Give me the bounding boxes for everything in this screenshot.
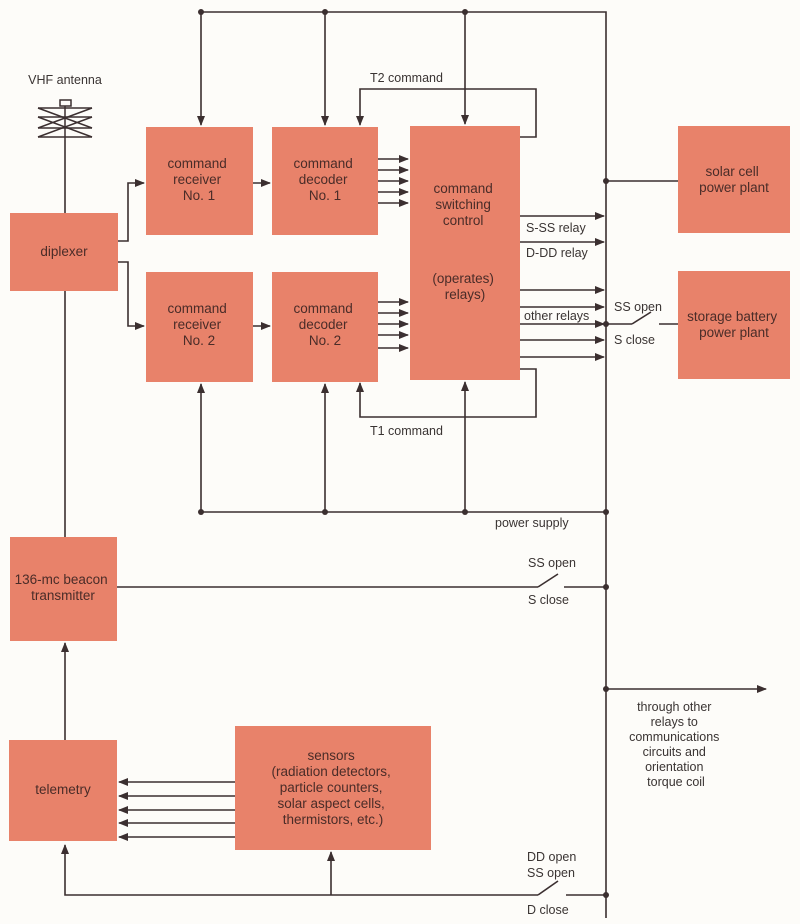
receiver-1-label: command receiver No. 1	[167, 156, 230, 203]
telemetry-supply-wire	[61, 844, 538, 896]
vhf-antenna-label: VHF antenna	[28, 73, 102, 87]
sensors-block	[235, 726, 431, 850]
t2-command-loop	[356, 88, 537, 138]
t2-command-label: T2 command	[370, 71, 443, 85]
decoder-1-outputs	[378, 155, 409, 207]
sensors-label: sensors (radiation detectors, particle c…	[271, 748, 394, 827]
main-power-bus	[201, 11, 607, 918]
telemetry-switch-close-label: D close	[527, 903, 569, 917]
command-switching-control-block	[410, 126, 520, 380]
decoder-2-outputs	[378, 298, 409, 352]
d-dd-relay-label: D-DD relay	[526, 246, 589, 260]
command-receiver-2-block	[146, 272, 253, 382]
battery-label: storage battery power plant	[687, 309, 781, 340]
diplexer-block	[10, 213, 118, 291]
decoder-2-label: command decoder No. 2	[293, 301, 356, 348]
junction-dot	[603, 178, 609, 184]
battery-switch-blade	[631, 311, 652, 325]
telemetry-label: telemetry	[35, 782, 91, 797]
beacon-switch-open-label: SS open	[528, 556, 576, 570]
solar-cell-power-plant-block	[678, 126, 790, 233]
t1-command-loop	[356, 368, 537, 418]
command-receiver-1-block	[146, 127, 253, 235]
storage-battery-power-plant-block	[678, 271, 790, 379]
through-other-relays-label: through other relays to communications c…	[629, 700, 723, 789]
telemetry-switch-blade	[537, 880, 559, 896]
s-ss-relay-label: S-SS relay	[526, 221, 586, 235]
telemetry-switch-open-label-2: SS open	[527, 866, 575, 880]
receiver-2-label: command receiver No. 2	[167, 301, 230, 348]
telemetry-block	[9, 740, 117, 841]
other-relays-label: other relays	[524, 309, 589, 323]
command-decoder-1-block	[272, 127, 378, 235]
diplexer-to-receiver-2	[118, 261, 145, 330]
power-supply-label: power supply	[495, 516, 569, 530]
junction-dot	[603, 509, 609, 515]
junction-dot	[603, 584, 609, 590]
diplexer-to-receiver-1	[118, 179, 145, 242]
switching-control-label: command switching control (operates) rel…	[432, 181, 497, 302]
t1-command-label: T1 command	[370, 424, 443, 438]
yagi-antenna-icon	[37, 99, 93, 140]
solar-label: solar cell power plant	[699, 164, 769, 195]
battery-switch-open-label: SS open	[614, 300, 662, 314]
battery-switch-close-label: S close	[614, 333, 655, 347]
beacon-transmitter-block	[10, 537, 117, 641]
junction-dot	[603, 892, 609, 898]
relay-outputs	[520, 212, 605, 361]
decoder-1-label: command decoder No. 1	[293, 156, 356, 203]
command-decoder-2-block	[272, 272, 378, 382]
beacon-label: 136-mc beacon transmitter	[15, 572, 112, 603]
beacon-switch-close-label: S close	[528, 593, 569, 607]
beacon-switch-blade	[537, 573, 559, 588]
sensor-outputs	[118, 778, 235, 841]
telemetry-switch-open-label-1: DD open	[527, 850, 576, 864]
diplexer-label: diplexer	[40, 244, 88, 259]
